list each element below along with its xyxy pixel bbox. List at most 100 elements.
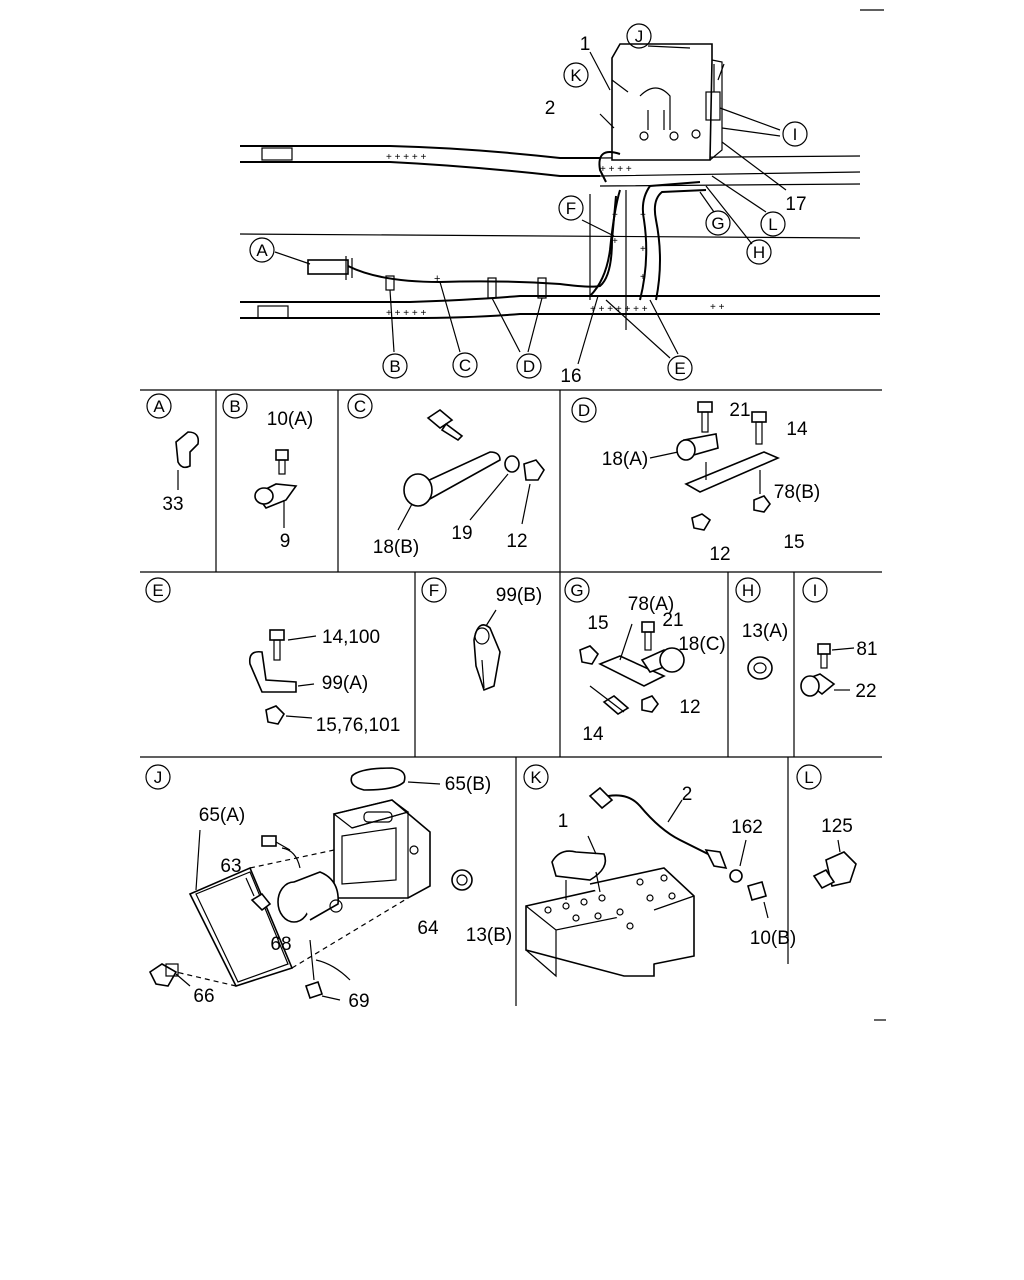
label-69: 69 [348,991,369,1012]
label-12-d: 12 [709,544,730,565]
batteries [525,867,695,978]
label-78a: 78(A) [628,594,674,615]
lower-frame-rail [240,295,880,319]
upper-frame-rail [240,145,600,177]
label-33: 33 [162,494,183,515]
label-15-g: 15 [587,613,608,634]
grommet-13b [451,869,473,891]
panel-b: B 10(A) 9 [222,393,313,552]
label-1: 1 [580,34,591,55]
panel-grid [140,389,882,1006]
svg-text:D: D [523,357,535,376]
callout-g: G [705,210,731,236]
label-99b: 99(B) [496,585,542,606]
panel-l: L 125 [796,764,857,890]
panel-a: A 33 [146,393,200,515]
callout-k: K [563,62,589,88]
callout-c: C [452,352,478,378]
panel-g: G 78(A) 15 21 18(C) 12 14 [564,577,726,745]
label-68: 68 [270,934,291,955]
bolt-c [426,409,464,442]
panel-e-letter: E [152,581,163,600]
callout-l: L [760,211,786,237]
label-14-100: 14,100 [322,627,380,648]
svg-text:+: + [434,273,440,285]
label-12-c: 12 [506,531,527,552]
label-18c: 18(C) [678,634,726,655]
fitting-66 [148,963,178,987]
label-78b: 78(B) [774,482,820,503]
callout-f: F [558,195,584,221]
svg-text:+: + [640,210,646,221]
label-21-g: 21 [662,610,683,631]
panel-k-letter: K [530,768,542,787]
label-63: 63 [220,856,241,877]
svg-text:+: + [640,272,646,283]
callout-a: A [249,237,275,263]
label-10b: 10(B) [750,928,796,949]
svg-text:E: E [674,359,685,378]
panel-b-letter: B [229,397,240,416]
overview-assembly: + + + + + + + + + + + + + + + + + + + + … [239,9,886,1021]
label-18a: 18(A) [602,449,648,470]
connector-a [307,259,349,275]
clamp-99b [473,624,501,692]
overview-callouts: J K I L G H F A B C D E 1 2 17 16 [249,23,808,387]
panel-e: E 14,100 99(A) 15,76,101 [145,577,401,736]
svg-text:+: + [640,244,646,255]
svg-text:+: + [612,236,618,247]
label-14-g: 14 [582,724,604,745]
callout-h: H [746,239,772,265]
svg-text:H: H [753,243,765,262]
label-15-d: 15 [783,532,804,553]
plate-78a [598,655,666,687]
panel-f-letter: F [429,581,439,600]
label-18b: 18(B) [373,537,419,558]
panel-a-letter: A [153,397,165,416]
callout-j: J [626,23,652,49]
cap-33 [175,431,200,469]
svg-text:+ + + + +: + + + + + [386,308,426,319]
label-14-d: 14 [786,419,808,440]
panel-d: D 21 14 18(A) 78(B) 12 15 [571,397,820,565]
svg-text:L: L [768,215,777,234]
plate-78b [684,451,781,493]
callout-e: E [667,355,693,381]
svg-text:J: J [635,27,644,46]
svg-text:C: C [459,356,471,375]
label-13a: 13(A) [742,621,788,642]
svg-text:K: K [570,66,582,85]
panel-l-letter: L [804,768,813,787]
label-81: 81 [856,639,877,660]
panel-k: K 2 1 162 10(B) [523,764,796,978]
panel-h: H 13(A) [735,577,788,680]
label-16: 16 [560,366,581,387]
label-2-k: 2 [682,784,693,805]
label-10a: 10(A) [267,409,313,430]
panel-i-letter: I [813,581,818,600]
cable-2 [599,794,713,857]
callout-i: I [782,121,808,147]
battery-box [611,43,725,161]
label-65b: 65(B) [445,774,491,795]
label-12-g: 12 [679,697,700,718]
label-66: 66 [193,986,214,1007]
panel-g-letter: G [570,581,583,600]
svg-text:+ + + +: + + + + [600,164,632,175]
label-19: 19 [451,523,472,544]
svg-text:G: G [711,214,724,233]
label-22: 22 [855,681,876,702]
label-99a: 99(A) [322,673,368,694]
label-15-76-101: 15,76,101 [316,715,401,736]
panel-c-letter: C [354,397,366,416]
svg-text:+: + [612,210,618,221]
svg-text:A: A [256,241,268,260]
panel-i: I 81 22 [800,577,878,702]
label-125: 125 [821,816,853,837]
label-65a: 65(A) [199,805,245,826]
svg-text:+ +: + + [710,302,725,313]
label-13b: 13(B) [466,925,512,946]
panel-c: C 18(B) 19 12 [347,393,545,558]
panel-f: F 99(B) [421,577,542,692]
